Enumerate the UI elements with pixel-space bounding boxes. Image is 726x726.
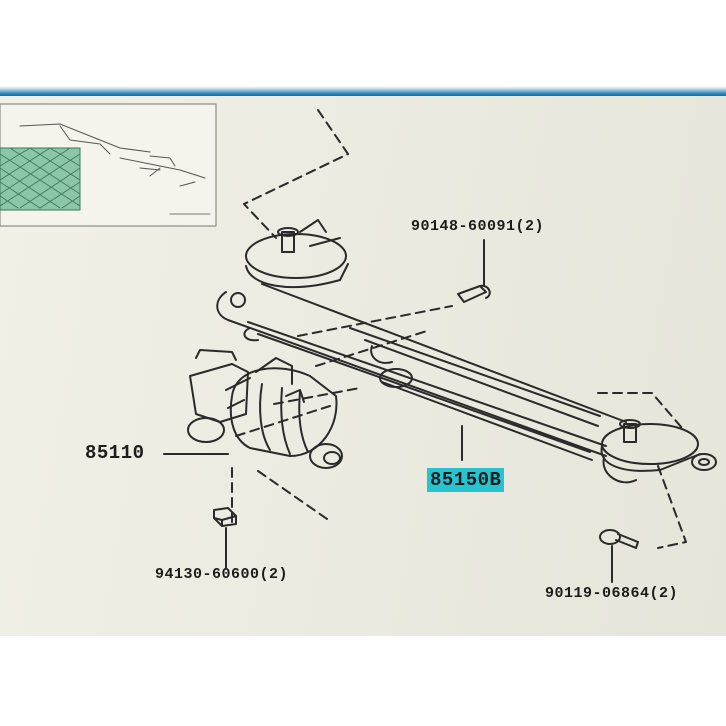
monitor-bottom-area [0,636,726,726]
inset-locator-thumbnail [0,103,217,227]
monitor-top-bezel [0,0,726,96]
linkage-frame [216,283,637,484]
wiper-linkage-diagram [0,103,717,583]
bolt-top-part [457,284,491,303]
wiper-motor-assembly [187,349,343,469]
right-pivot-assembly [600,419,717,472]
left-pivot-assembly [245,219,349,289]
callout-motor: 85110 [85,442,145,464]
callout-leader-lines [163,239,613,583]
callout-bolt-top: 90148-60091(2) [411,218,545,235]
bolt-bottom-part [599,529,639,549]
callout-nut-bottom: 94130-60600(2) [155,566,289,583]
callout-bolt-bottom: 90119-06864(2) [545,585,679,602]
callout-link-assembly: 85150B [427,468,505,492]
dashed-reference-lines [231,109,687,549]
nut-bottom-part [213,507,237,527]
parts-diagram-screen: 90148-60091(2) 85110 85150B 94130-60600(… [0,96,726,636]
